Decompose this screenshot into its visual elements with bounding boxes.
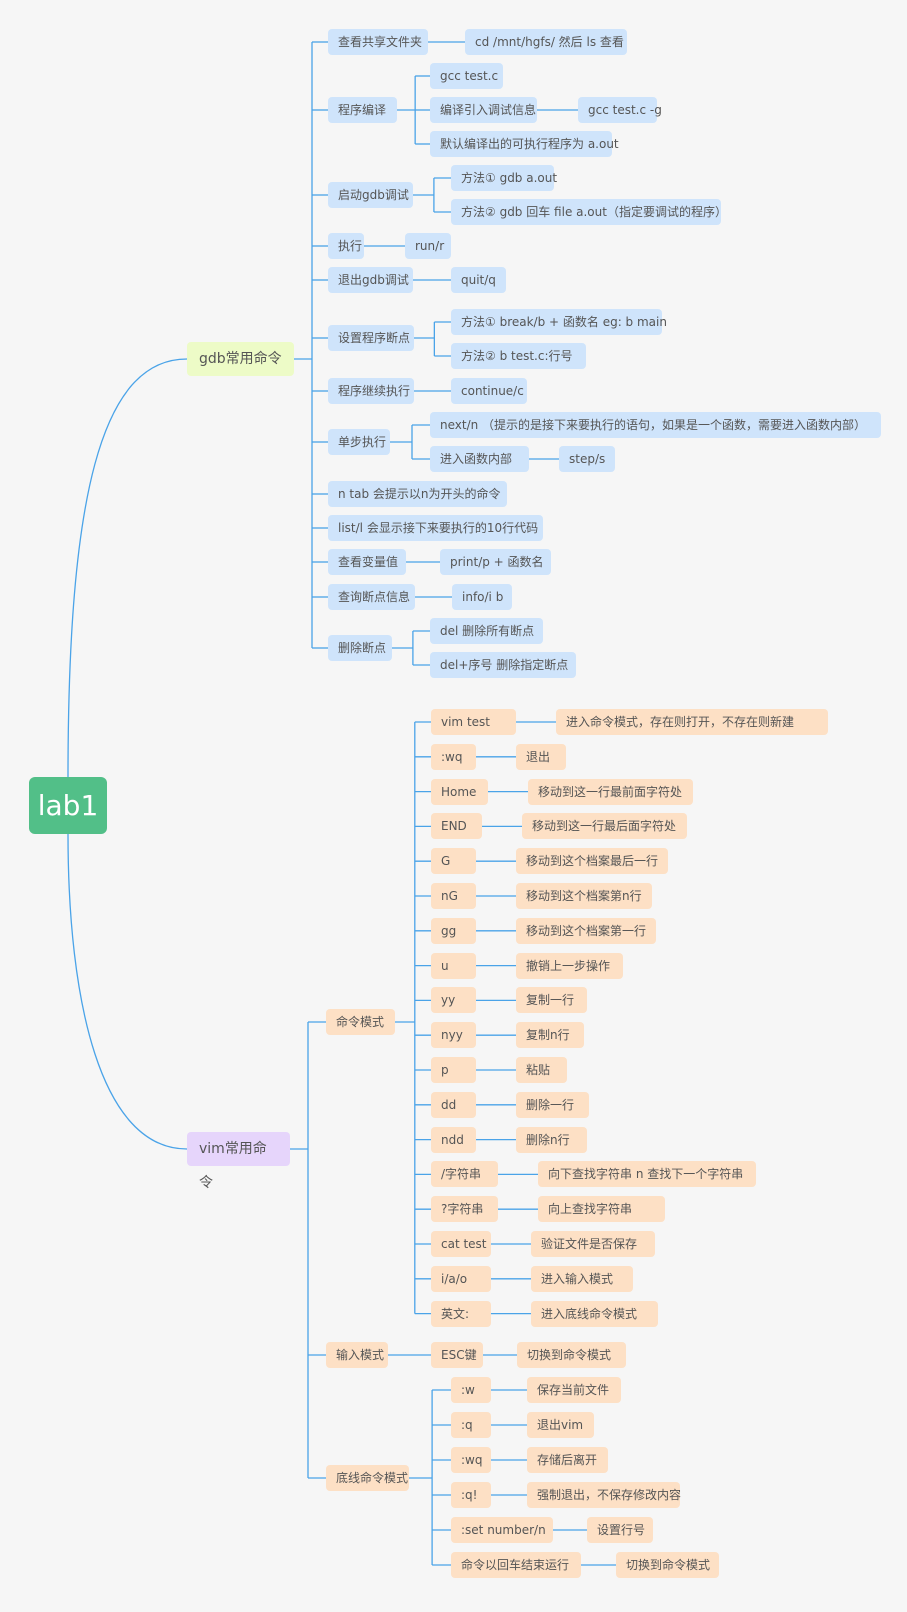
vim-0-9-node-0[interactable]: 复制n行	[516, 1022, 584, 1049]
gdb-node-0[interactable]: 查看共享文件夹	[328, 29, 428, 55]
vim-2-node-5[interactable]: 命令以回车结束运行	[451, 1552, 581, 1578]
gdb-5-node-1[interactable]: 方法② b test.c:行号	[451, 343, 586, 369]
vim-0-11-node-0[interactable]: 删除一行	[516, 1091, 589, 1118]
vim-0-node-2[interactable]: Home	[431, 778, 488, 805]
vim-0-17-node-0[interactable]: 进入底线命令模式	[531, 1300, 658, 1327]
branch-gdb[interactable]: gdb常用命令	[187, 342, 294, 376]
vim-0-13-node-0[interactable]: 向下查找字符串 n 查找下一个字符串	[538, 1161, 756, 1188]
vim-2-3-node-0[interactable]: 强制退出，不保存修改内容	[527, 1482, 681, 1508]
vim-0-3-node-0[interactable]: 移动到这一行最后面字符处	[522, 813, 687, 840]
vim-0-12-node-0[interactable]: 删除n行	[516, 1126, 587, 1153]
vim-1-node-0[interactable]: ESC键	[431, 1342, 483, 1368]
gdb-node-5[interactable]: 设置程序断点	[328, 325, 414, 351]
vim-0-10-node-0[interactable]: 粘贴	[516, 1057, 567, 1083]
gdb-node-6[interactable]: 程序继续执行	[328, 378, 414, 404]
gdb-node-9[interactable]: list/l 会显示接下来要执行的10行代码	[328, 515, 543, 541]
gdb-1-1-node-0[interactable]: gcc test.c -g	[578, 97, 662, 123]
gdb-node-4[interactable]: 退出gdb调试	[328, 267, 413, 293]
gdb-12-node-1[interactable]: del+序号 删除指定断点	[430, 652, 576, 678]
vim-0-node-6[interactable]: gg	[431, 917, 476, 944]
vim-1-0-node-0[interactable]: 切换到命令模式	[517, 1342, 626, 1368]
vim-0-8-node-0[interactable]: 复制一行	[516, 987, 587, 1014]
gdb-12-node-0[interactable]: del 删除所有断点	[430, 618, 543, 644]
vim-0-6-node-0[interactable]: 移动到这个档案第一行	[516, 917, 656, 944]
gdb-2-node-1[interactable]: 方法② gdb 回车 file a.out（指定要调试的程序）	[451, 199, 727, 225]
vim-0-node-3[interactable]: END	[431, 813, 482, 840]
vim-0-1-node-0[interactable]: 退出	[516, 743, 566, 770]
vim-0-15-node-0[interactable]: 验证文件是否保存	[531, 1231, 655, 1257]
vim-0-node-10[interactable]: p	[431, 1057, 476, 1083]
vim-0-node-0[interactable]: vim test	[431, 709, 516, 735]
vim-0-node-13[interactable]: /字符串	[431, 1161, 498, 1188]
gdb-5-node-0[interactable]: 方法① break/b + 函数名 eg: b main	[451, 309, 667, 335]
vim-0-7-node-0[interactable]: 撤销上一步操作	[516, 952, 623, 979]
vim-0-node-1[interactable]: :wq	[431, 743, 476, 770]
vim-0-16-node-0[interactable]: 进入输入模式	[531, 1265, 633, 1292]
vim-2-node-3[interactable]: :q!	[451, 1482, 491, 1508]
vim-0-node-16[interactable]: i/a/o	[431, 1265, 491, 1292]
vim-2-5-node-0[interactable]: 切换到命令模式	[616, 1552, 719, 1578]
gdb-2-node-0[interactable]: 方法① gdb a.out	[451, 165, 557, 191]
vim-2-1-node-0[interactable]: 退出vim	[527, 1412, 594, 1438]
gdb-3-node-0[interactable]: run/r	[405, 233, 451, 259]
vim-0-node-11[interactable]: dd	[431, 1091, 476, 1118]
vim-0-node-7[interactable]: u	[431, 952, 476, 979]
vim-2-4-node-0[interactable]: 设置行号	[587, 1517, 653, 1543]
gdb-7-node-0[interactable]: next/n （提示的是接下来要执行的语句，如果是一个函数，需要进入函数内部）	[430, 412, 881, 438]
gdb-node-7[interactable]: 单步执行	[328, 429, 390, 455]
vim-0-node-9[interactable]: nyy	[431, 1022, 476, 1049]
vim-0-14-node-0[interactable]: 向上查找字符串	[538, 1196, 665, 1223]
vim-0-node-8[interactable]: yy	[431, 987, 476, 1014]
vim-node-2[interactable]: 底线命令模式	[326, 1465, 409, 1491]
vim-0-node-12[interactable]: ndd	[431, 1126, 476, 1153]
gdb-6-node-0[interactable]: continue/c	[451, 378, 527, 404]
gdb-1-node-2[interactable]: 默认编译出的可执行程序为 a.out	[430, 131, 619, 157]
vim-2-node-4[interactable]: :set number/n	[451, 1517, 553, 1543]
gdb-10-node-0[interactable]: print/p + 函数名	[440, 549, 551, 575]
vim-2-node-1[interactable]: :q	[451, 1412, 491, 1438]
vim-0-0-node-0[interactable]: 进入命令模式，存在则打开，不存在则新建	[556, 709, 828, 735]
gdb-11-node-0[interactable]: info/i b	[452, 584, 512, 610]
vim-0-node-17[interactable]: 英文:	[431, 1300, 491, 1327]
vim-node-1[interactable]: 输入模式	[326, 1342, 388, 1368]
branch-vim[interactable]: vim常用命令	[187, 1132, 290, 1191]
vim-2-2-node-0[interactable]: 存储后离开	[527, 1447, 608, 1473]
vim-0-4-node-0[interactable]: 移动到这个档案最后一行	[516, 848, 668, 875]
vim-2-node-2[interactable]: :wq	[451, 1447, 491, 1473]
vim-0-5-node-0[interactable]: 移动到这个档案第n行	[516, 883, 652, 909]
gdb-4-node-0[interactable]: quit/q	[451, 267, 506, 293]
vim-0-2-node-0[interactable]: 移动到这一行最前面字符处	[528, 778, 693, 805]
vim-0-node-15[interactable]: cat test	[431, 1231, 491, 1257]
gdb-node-11[interactable]: 查询断点信息	[328, 584, 415, 610]
gdb-node-2[interactable]: 启动gdb调试	[328, 182, 413, 208]
vim-0-node-14[interactable]: ?字符串	[431, 1196, 498, 1223]
gdb-1-node-1[interactable]: 编译引入调试信息	[430, 97, 537, 123]
gdb-node-8[interactable]: n tab 会提示以n为开头的命令	[328, 481, 507, 507]
vim-node-0[interactable]: 命令模式	[326, 1009, 395, 1035]
gdb-node-10[interactable]: 查看变量值	[328, 549, 406, 575]
gdb-node-1[interactable]: 程序编译	[328, 97, 397, 123]
gdb-7-1-node-0[interactable]: step/s	[559, 446, 615, 472]
gdb-1-node-0[interactable]: gcc test.c	[430, 63, 503, 89]
root-node[interactable]: lab1	[29, 777, 107, 834]
gdb-0-node-0[interactable]: cd /mnt/hgfs/ 然后 ls 查看	[465, 29, 627, 55]
gdb-node-3[interactable]: 执行	[328, 233, 364, 259]
gdb-node-12[interactable]: 删除断点	[328, 635, 392, 661]
vim-2-0-node-0[interactable]: 保存当前文件	[527, 1377, 621, 1403]
vim-0-node-4[interactable]: G	[431, 848, 476, 875]
vim-0-node-5[interactable]: nG	[431, 883, 476, 909]
gdb-7-node-1[interactable]: 进入函数内部	[430, 446, 529, 472]
vim-2-node-0[interactable]: :w	[451, 1377, 491, 1403]
